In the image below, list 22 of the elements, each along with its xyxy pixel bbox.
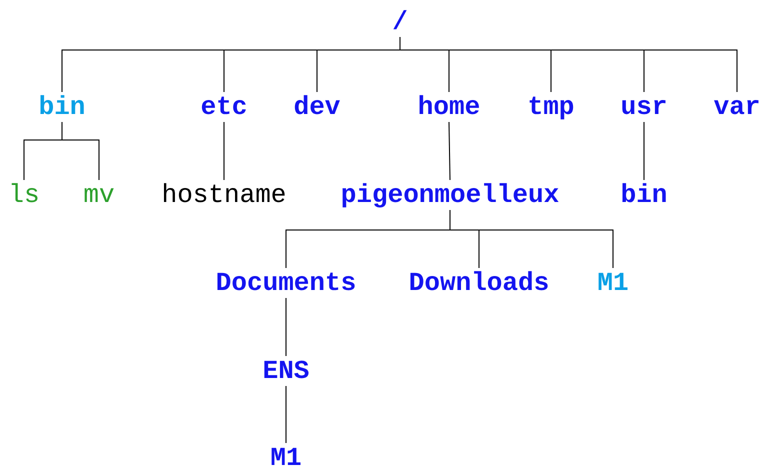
directory-name: Downloads	[408, 268, 550, 298]
tree-line	[400, 36, 738, 92]
directory-name: M1	[597, 268, 629, 298]
directory-name: bin	[38, 92, 86, 122]
directory-name: ENS	[262, 356, 310, 386]
tree-line	[450, 210, 614, 268]
directory-name: ls	[8, 180, 40, 210]
tree-line	[62, 122, 100, 180]
directory-name: /	[392, 7, 408, 37]
directory-name: pigeonmoelleux	[340, 180, 560, 210]
directory-name: Documents	[216, 268, 356, 298]
directory-name: usr	[620, 92, 668, 122]
directory-name: etc	[200, 92, 248, 122]
directory-name: home	[418, 92, 480, 122]
directory-name: tmp	[528, 92, 574, 122]
directory-name: var	[714, 92, 760, 122]
directory-name: M1	[270, 443, 302, 468]
tree-line	[448, 122, 450, 180]
directory-name: mv	[83, 180, 115, 210]
directory-name: dev	[294, 92, 340, 122]
directory-name: hostname	[162, 180, 286, 210]
directory-name: bin	[620, 180, 668, 210]
